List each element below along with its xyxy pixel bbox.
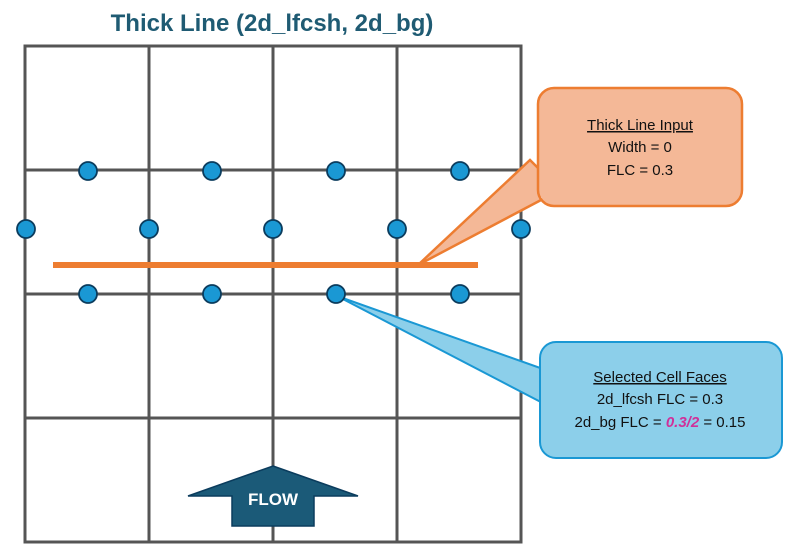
flow-arrow: FLOW xyxy=(187,465,359,527)
faces-callout-pointer xyxy=(336,295,561,414)
face-node xyxy=(450,161,470,181)
face-node xyxy=(202,284,222,304)
faces-callout-highlight: 0.3/2 xyxy=(666,414,700,431)
faces-callout-line1: 2d_lfcsh FLC = 0.3 xyxy=(597,391,723,408)
flow-label: FLOW xyxy=(248,490,299,509)
input-callout-line2: FLC = 0.3 xyxy=(607,162,673,179)
face-node xyxy=(78,161,98,181)
face-node xyxy=(326,161,346,181)
thick-line-input-callout: Thick Line Input Width = 0 FLC = 0.3 xyxy=(417,86,744,267)
face-node xyxy=(511,219,531,239)
input-callout-line1: Width = 0 xyxy=(608,139,672,156)
face-node xyxy=(16,219,36,239)
faces-callout-line2-prefix: 2d_bg FLC = xyxy=(575,414,666,431)
face-node xyxy=(78,284,98,304)
cell-grid xyxy=(23,44,523,544)
flow-arrow-shape xyxy=(187,465,359,527)
cell-face-nodes xyxy=(16,161,531,304)
face-node xyxy=(450,284,470,304)
face-node xyxy=(202,161,222,181)
input-callout-seam xyxy=(541,150,567,198)
faces-callout-line2: 2d_bg FLC = 0.3/2 = 0.15 xyxy=(575,414,746,431)
input-callout-heading: Thick Line Input xyxy=(587,117,694,134)
faces-callout-heading: Selected Cell Faces xyxy=(593,369,726,386)
input-callout-box xyxy=(536,86,744,208)
face-node xyxy=(263,219,283,239)
faces-callout-line2-suffix: = 0.15 xyxy=(699,414,745,431)
selected-faces-callout: Selected Cell Faces 2d_lfcsh FLC = 0.3 2… xyxy=(336,295,783,459)
diagram-title: Thick Line (2d_lfcsh, 2d_bg) xyxy=(111,10,434,37)
face-node-selected xyxy=(326,284,346,304)
face-node xyxy=(387,219,407,239)
face-node xyxy=(139,219,159,239)
faces-callout-box xyxy=(539,341,783,459)
faces-callout-seam xyxy=(543,360,567,430)
